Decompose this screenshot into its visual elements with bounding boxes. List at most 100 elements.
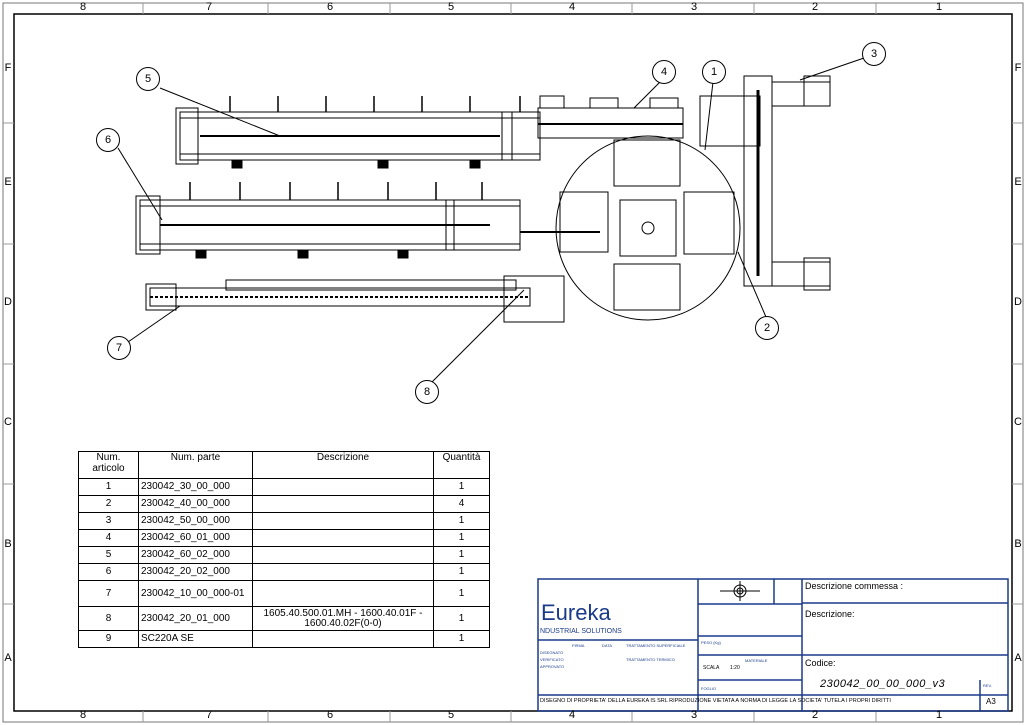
conveyor-7: [145, 275, 565, 323]
bom-item: 7: [78, 580, 139, 607]
tb-label: TRATTAMENTO SUPERFICIALE: [626, 643, 686, 648]
bom-desc: [252, 512, 434, 530]
bom-part: 230042_20_02_000: [138, 563, 253, 581]
bom-part: 230042_60_02_000: [138, 546, 253, 564]
leader-lines: [117, 57, 865, 383]
bom-header-row: Num. articolo Num. parte Descrizione Qua…: [78, 451, 490, 479]
conveyor-6: [135, 182, 521, 259]
zone-row-label: B: [4, 538, 12, 550]
codice-label: Codice:: [805, 658, 836, 668]
zone-col-label: 5: [447, 709, 455, 721]
bill-of-materials: Num. articolo Num. parte Descrizione Qua…: [78, 451, 490, 648]
scala-label: SCALA: [703, 665, 720, 671]
bom-header-part: Num. parte: [138, 451, 253, 479]
conveyor-5: [175, 96, 541, 169]
bom-header-desc: Descrizione: [252, 451, 434, 479]
zone-row-label: C: [1014, 416, 1022, 428]
bom-qty: 1: [433, 529, 490, 547]
company-logo: Eureka: [541, 600, 611, 625]
title-block-frame: [537, 578, 1009, 712]
codice-value: 230042_00_00_000_v3: [820, 678, 946, 690]
zone-row-label: A: [4, 652, 12, 664]
bom-item: 3: [78, 512, 139, 530]
balloon-3: 3: [862, 42, 886, 66]
bom-part: 230042_40_00_000: [138, 495, 253, 513]
logo-subtitle: NDUSTRIAL SOLUTIONS: [540, 628, 622, 635]
tb-label: DATA: [602, 643, 613, 648]
tb-label: FOGLIO: [701, 686, 717, 691]
bom-desc: [252, 580, 434, 607]
zone-row-label: E: [4, 176, 12, 188]
bom-desc: [252, 478, 434, 496]
zone-col-label: 4: [568, 709, 576, 721]
bom-desc: [252, 546, 434, 564]
bom-part: 230042_10_00_000-01: [138, 580, 253, 607]
zone-col-label: 4: [568, 1, 576, 13]
bom-part: SC220A SE: [138, 630, 253, 648]
rotary-table: [520, 135, 741, 321]
bom-part: 230042_60_01_000: [138, 529, 253, 547]
zone-row-label: A: [1014, 652, 1022, 664]
tb-label: APPROVATO: [540, 664, 565, 669]
descrizione-label: Descrizione:: [805, 609, 855, 619]
inner-border: [13, 13, 1013, 712]
bom-desc: [252, 495, 434, 513]
commessa-label: Descrizione commessa :: [805, 581, 904, 591]
zone-row-label: E: [1014, 176, 1022, 188]
balloon-5: 5: [136, 67, 160, 91]
bom-qty: 1: [433, 546, 490, 564]
bom-desc: [252, 563, 434, 581]
bom-qty: 1: [433, 512, 490, 530]
conveyor-3: [699, 75, 831, 291]
bom-desc: 1605.40.500.01.MH - 1600.40.01F - 1600.4…: [252, 606, 434, 631]
zone-col-label: 1: [935, 709, 943, 721]
bom-item: 5: [78, 546, 139, 564]
bom-header-item: Num. articolo: [78, 451, 139, 479]
zone-col-label: 6: [326, 1, 334, 13]
bom-desc: [252, 529, 434, 547]
tb-label: MATERIALE: [745, 658, 768, 663]
ownership-footer: DISEGNO DI PROPRIETA' DELLA EUREKA IS SR…: [540, 698, 891, 704]
bom-qty: 1: [433, 580, 490, 607]
tb-label: PESO (Kg): [701, 640, 721, 645]
zone-row-label: B: [1014, 538, 1022, 550]
bom-qty: 1: [433, 478, 490, 496]
zone-row-label: C: [4, 416, 12, 428]
zone-col-label: 6: [326, 709, 334, 721]
balloon-1: 1: [702, 60, 726, 84]
bom-item: 1: [78, 478, 139, 496]
zone-row-label: F: [1014, 62, 1022, 74]
balloon-4: 4: [652, 60, 676, 84]
zone-col-label: 5: [447, 1, 455, 13]
zone-col-label: 7: [205, 709, 213, 721]
tb-label: DISEGNATO: [540, 650, 564, 655]
zone-col-label: 3: [690, 1, 698, 13]
zone-ticks: [3, 3, 1023, 722]
bom-qty: 1: [433, 563, 490, 581]
zone-col-label: 8: [79, 709, 87, 721]
bom-item: 4: [78, 529, 139, 547]
tb-label: REV.: [983, 683, 992, 688]
zone-col-label: 1: [935, 1, 943, 13]
zone-col-label: 2: [811, 709, 819, 721]
balloon-8: 8: [415, 380, 439, 404]
zone-row-label: F: [4, 62, 12, 74]
bom-part: 230042_20_01_000: [138, 606, 253, 631]
balloon-7: 7: [107, 336, 131, 360]
bom-qty: 1: [433, 606, 490, 631]
zone-col-label: 3: [690, 709, 698, 721]
balloon-2: 2: [755, 316, 779, 340]
zone-row-label: D: [1014, 296, 1022, 308]
